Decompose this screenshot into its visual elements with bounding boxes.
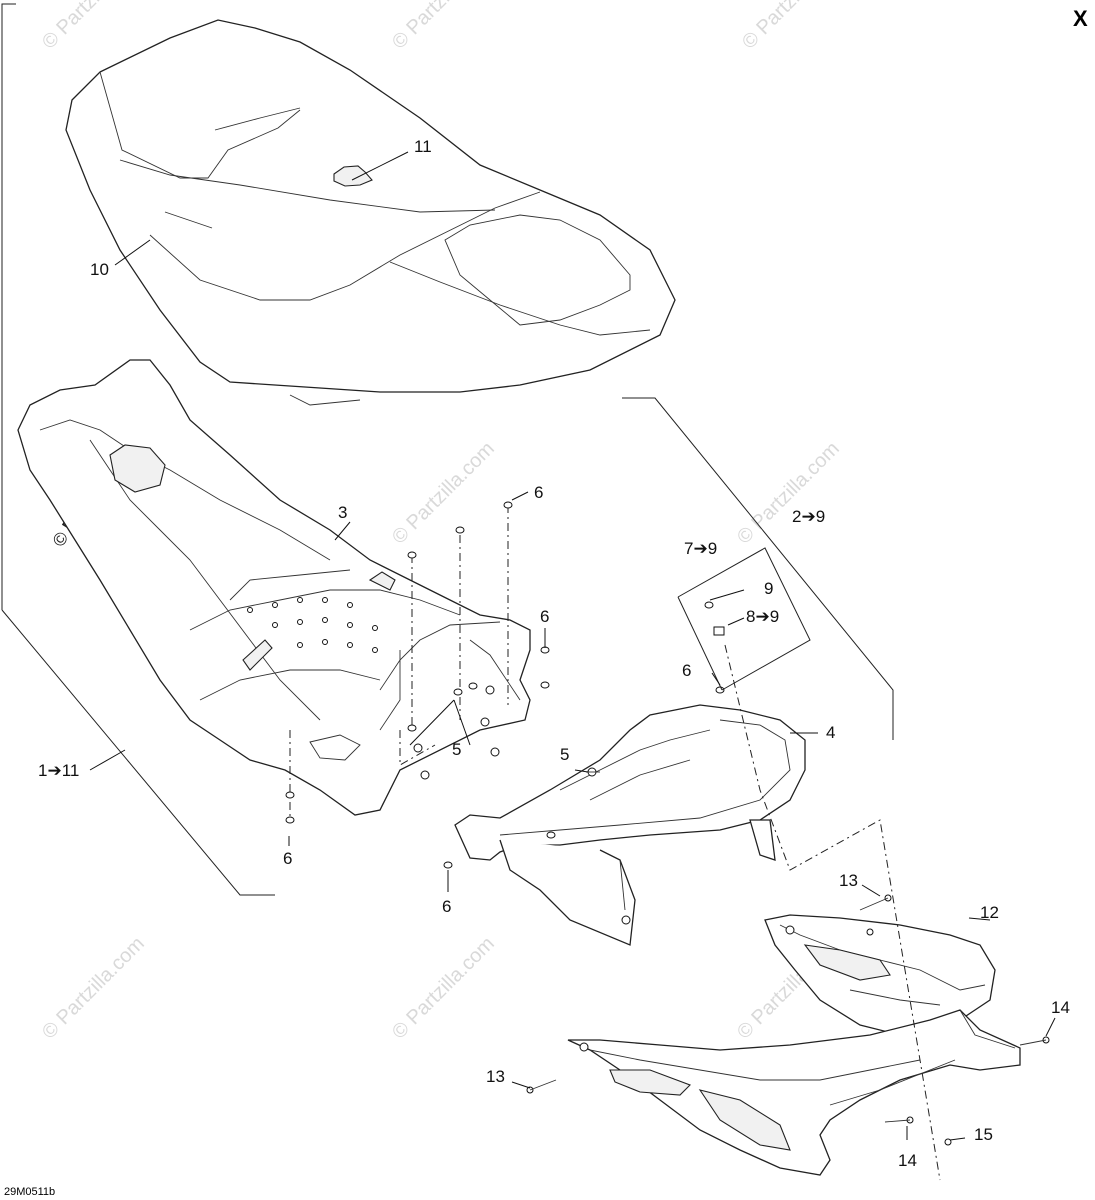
side-panel-lower	[567, 1009, 1021, 1176]
callout-3: 3	[338, 503, 347, 522]
callout-6d: 6	[682, 661, 691, 680]
callout-6e: 6	[442, 897, 451, 916]
callout-12: 12	[980, 903, 999, 922]
watermark-text: © Partzilla.com	[733, 438, 844, 549]
seat-part-10	[65, 19, 676, 406]
assembly-bracket-1-11	[1, 3, 275, 896]
watermark-text: © Partzilla.com	[38, 933, 149, 1044]
assembly-centerlines	[289, 505, 941, 1181]
callout-2-9: 2➔9	[792, 507, 825, 526]
assembly-bracket-2-9	[622, 397, 894, 740]
watermark-text: © Partzilla.com	[38, 0, 149, 54]
corner-mark: X	[1073, 6, 1088, 31]
callout-labels: 1➔11 2➔9 3 4 5 5 6 6 6 6 6 7➔9 8➔9 9 10 …	[38, 137, 1070, 1170]
callout-6b: 6	[540, 607, 549, 626]
watermark-text: © Partzilla.com	[738, 0, 849, 54]
rear-trim-part-12	[764, 914, 996, 1036]
watermark-text: © Partzilla.com	[388, 0, 499, 54]
watermark-text: © Partzilla.com	[388, 933, 499, 1044]
leader-lines	[89, 151, 1056, 1141]
callout-14b: 14	[898, 1151, 917, 1170]
callout-5b: 5	[560, 745, 569, 764]
callout-13b: 13	[486, 1067, 505, 1086]
callout-1-11: 1➔11	[38, 761, 79, 780]
grab-handle-part-4	[454, 704, 806, 946]
callout-6a: 6	[534, 483, 543, 502]
callout-5a: 5	[452, 740, 461, 759]
seat-base-part-3	[17, 359, 531, 816]
subassembly-box-7-9	[677, 547, 811, 691]
callout-10: 10	[90, 260, 109, 279]
callout-7-9: 7➔9	[684, 539, 717, 558]
callout-8-9: 8➔9	[746, 607, 779, 626]
watermark-text: © Partzilla.com	[388, 438, 499, 549]
figure-code: 29M0511b	[4, 1186, 55, 1198]
callout-14a: 14	[1051, 998, 1070, 1017]
callout-4: 4	[826, 723, 835, 742]
callout-9: 9	[764, 579, 773, 598]
callout-15: 15	[974, 1125, 993, 1144]
callout-6c: 6	[283, 849, 292, 868]
callout-11: 11	[414, 137, 432, 156]
callout-13a: 13	[839, 871, 858, 890]
hardware	[285, 501, 1050, 1146]
